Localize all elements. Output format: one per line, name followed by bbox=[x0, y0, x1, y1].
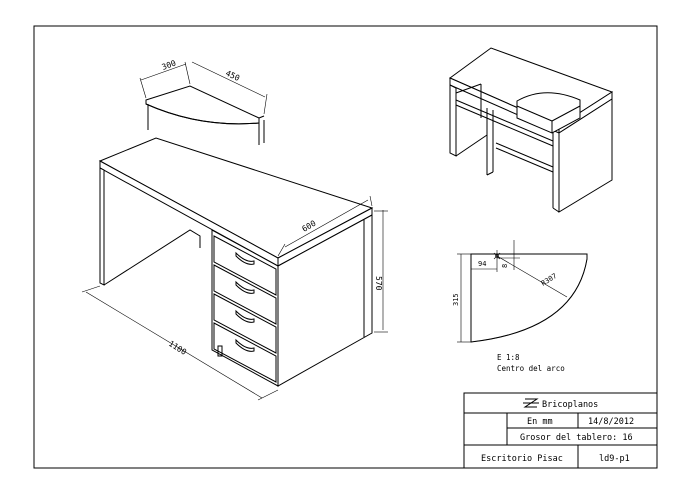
corner-shelf bbox=[145, 85, 265, 145]
brand-name: Bricoplanos bbox=[542, 400, 598, 410]
board-thickness: Grosor del tablero: 16 bbox=[520, 433, 633, 443]
drawer-unit-foot bbox=[217, 345, 223, 357]
dim-94-label: 94 bbox=[478, 260, 486, 268]
drawers bbox=[213, 235, 277, 383]
dim-300-line bbox=[140, 63, 187, 81]
detail-center-note: Centro del arco bbox=[497, 364, 565, 373]
back-view-corner-shelf bbox=[516, 92, 581, 134]
dim-radius-label: R307 bbox=[540, 272, 559, 288]
desk-back-isometric-view bbox=[449, 47, 614, 213]
desk-isometric-view: 300 450 600 570 1100 bbox=[81, 58, 388, 401]
dim-1100-label: 1100 bbox=[167, 339, 188, 357]
drawing-date: 14/8/2012 bbox=[588, 417, 634, 427]
title-block-frame bbox=[463, 392, 658, 469]
drawer-4-handle bbox=[235, 338, 255, 352]
dim-1100-line bbox=[85, 291, 263, 399]
corner-shelf-top bbox=[145, 85, 260, 125]
title-block: Bricoplanos En mm 14/8/2012 Grosor del t… bbox=[463, 392, 658, 469]
drawer-unit-side bbox=[277, 214, 373, 387]
arc-detail-view: 94 8 R307 315 E 1:8 Centro del arco bbox=[452, 240, 588, 373]
sheet-border bbox=[33, 25, 658, 469]
arc-detail-shape bbox=[470, 253, 588, 343]
drawer-4 bbox=[213, 322, 277, 383]
drawer-3 bbox=[213, 293, 277, 354]
back-view-right-panel bbox=[558, 98, 613, 213]
drawer-3-handle bbox=[235, 309, 255, 323]
desk-left-panel bbox=[99, 167, 105, 286]
dim-600-line bbox=[284, 199, 369, 248]
corner-shelf-curve bbox=[145, 103, 260, 125]
dim-450-line bbox=[191, 61, 266, 98]
back-view-left-panel bbox=[449, 84, 457, 157]
dim-radius-leader bbox=[496, 255, 568, 298]
left-panel-inner-diagonal bbox=[103, 229, 201, 286]
drawing-name: Escritorio Pisac bbox=[481, 454, 563, 464]
drawer-1-handle bbox=[235, 251, 255, 265]
detail-scale: E 1:8 bbox=[497, 353, 520, 362]
dim-300-label: 300 bbox=[161, 58, 178, 71]
dim-450-label: 450 bbox=[224, 69, 241, 83]
dim-8-label: 8 bbox=[501, 264, 509, 268]
dim-570-label: 570 bbox=[374, 276, 383, 291]
drawing-code: ld9-p1 bbox=[599, 454, 630, 464]
drawer-2-handle bbox=[235, 280, 255, 294]
brand-logo bbox=[523, 398, 539, 408]
drawer-2 bbox=[213, 264, 277, 325]
units-label: En mm bbox=[527, 417, 553, 427]
corner-shelf-right-edge bbox=[258, 115, 265, 119]
drawer-1 bbox=[213, 235, 277, 296]
dim-315-label: 315 bbox=[452, 293, 460, 306]
